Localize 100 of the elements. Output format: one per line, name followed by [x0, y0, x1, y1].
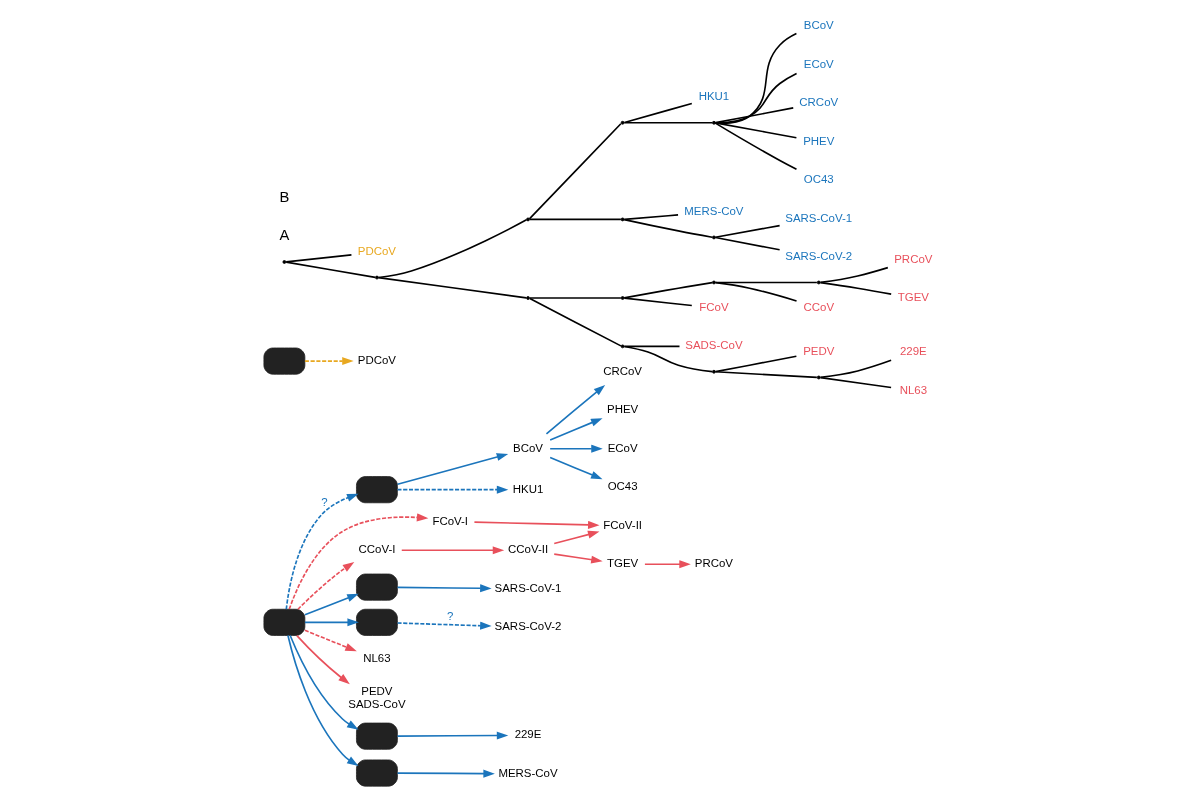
- arrow: [296, 562, 354, 611]
- connector: [714, 236, 780, 251]
- connector: [623, 297, 693, 307]
- connector: [528, 122, 622, 220]
- node-text: HKU1: [698, 90, 729, 103]
- node-point: [374, 275, 379, 280]
- node-text: BCoV: [803, 19, 834, 32]
- arrow: [295, 634, 350, 685]
- label: B: [278, 188, 289, 205]
- node-text: PRCoV: [694, 557, 733, 570]
- node-text: MERS-CoV: [497, 766, 558, 779]
- arrow: [396, 731, 508, 740]
- node-box: [355, 573, 398, 601]
- node-text: SARS-CoV-2: [494, 620, 561, 633]
- node-box: [263, 608, 305, 636]
- node-text: PEDV: [802, 345, 834, 358]
- connector: [623, 121, 713, 124]
- arrow: [396, 453, 508, 486]
- node-text: FCoV: [698, 300, 729, 313]
- arrow: [396, 621, 492, 630]
- arrow: [396, 485, 508, 494]
- edge-label: ?: [320, 496, 328, 509]
- node-text: PDCoV: [357, 354, 396, 367]
- node-box: [263, 347, 305, 375]
- connector: [819, 376, 892, 389]
- connector: [622, 218, 713, 239]
- connector: [714, 72, 797, 124]
- node-point: [711, 235, 716, 240]
- label: A: [278, 227, 289, 244]
- connector: [714, 370, 818, 379]
- connector: [622, 281, 713, 299]
- node-text: ECoV: [803, 57, 834, 70]
- node-text: PHEV: [606, 403, 638, 416]
- node-text: PEDV SADS-CoV: [347, 685, 406, 710]
- node-box: [355, 759, 398, 787]
- node-text: CRCoV: [798, 96, 838, 109]
- node-text: CRCoV: [602, 364, 642, 377]
- node-text: 229E: [899, 345, 927, 358]
- edge-label: ?: [446, 610, 453, 623]
- arrow: [548, 418, 603, 441]
- node-box: [355, 476, 398, 504]
- connector: [714, 122, 797, 139]
- node-point: [620, 344, 624, 349]
- connector: [819, 359, 892, 379]
- node-text: TGEV: [897, 291, 929, 304]
- connector: [714, 281, 797, 302]
- node-point: [711, 369, 716, 374]
- connector: [528, 297, 622, 299]
- node-text: 229E: [514, 728, 541, 741]
- node-point: [525, 296, 530, 300]
- node-text: CCoV: [802, 300, 834, 313]
- node-point: [816, 375, 821, 380]
- arrow: [552, 530, 599, 545]
- arrow: [552, 553, 603, 564]
- node-point: [816, 280, 821, 285]
- arrow: [303, 593, 359, 616]
- node-text: SADS-CoV: [684, 339, 743, 352]
- arrow: [548, 456, 603, 480]
- connector: [623, 214, 679, 221]
- node-text: SARS-CoV-1: [784, 211, 852, 224]
- arrow: [303, 357, 354, 366]
- connector: [284, 254, 352, 263]
- arrow: [286, 634, 359, 767]
- arrow: [303, 618, 359, 627]
- arrow: [303, 629, 357, 652]
- connector: [714, 107, 794, 124]
- node-point: [711, 120, 716, 125]
- arrow: [545, 384, 605, 435]
- node-text: HKU1: [512, 482, 543, 495]
- connector: [377, 276, 527, 299]
- connector: [714, 224, 780, 239]
- node-point: [620, 296, 624, 300]
- node-text: OC43: [803, 173, 834, 186]
- arrow: [288, 634, 359, 730]
- arrow: [643, 560, 691, 569]
- connector: [714, 355, 797, 373]
- node-text: PRCoV: [893, 252, 932, 265]
- arrow: [396, 584, 492, 593]
- connector: [714, 122, 797, 171]
- node-text: PHEV: [802, 134, 834, 147]
- connector: [714, 281, 818, 284]
- connector: [819, 266, 889, 284]
- node-text: FCoV-II: [602, 518, 642, 531]
- connector: [284, 261, 376, 279]
- node-text: MERS-CoV: [683, 205, 744, 218]
- arrow: [288, 513, 428, 610]
- connector: [377, 219, 527, 279]
- connector: [714, 32, 797, 125]
- arrow: [473, 520, 600, 529]
- node-text: CCoV-I: [357, 543, 395, 556]
- connector: [623, 102, 693, 124]
- connector: [623, 345, 713, 373]
- arrow: [285, 493, 359, 610]
- connector: [528, 297, 622, 347]
- connector: [819, 281, 892, 295]
- node-text: TGEV: [606, 557, 638, 570]
- node-point: [711, 280, 716, 285]
- node-point: [620, 120, 624, 125]
- arrow: [400, 546, 504, 555]
- node-text: ECoV: [607, 441, 638, 454]
